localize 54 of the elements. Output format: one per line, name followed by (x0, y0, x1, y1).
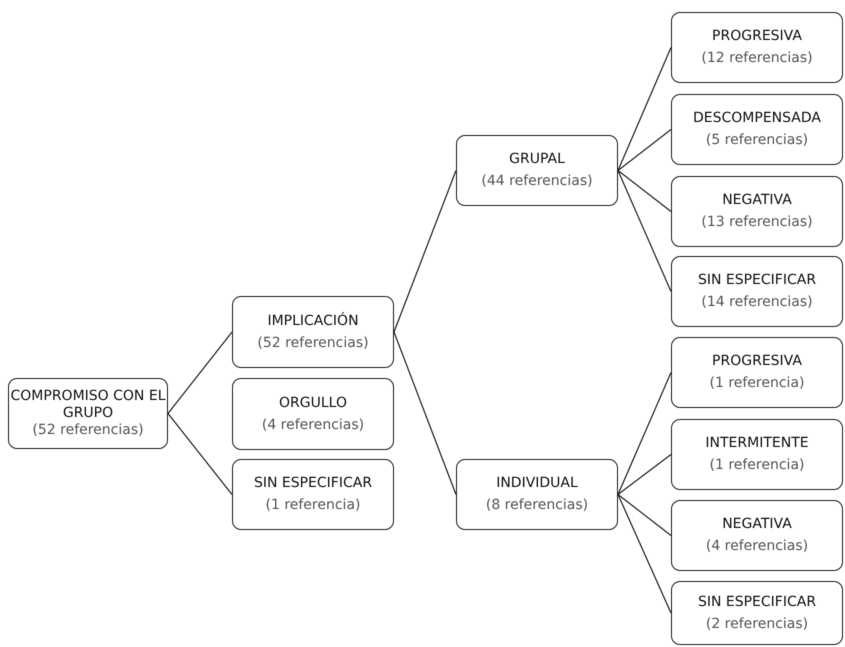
category-box (671, 94, 843, 165)
category-box (456, 135, 618, 206)
category-title: INTERMITENTE (705, 435, 809, 452)
category-box (671, 176, 843, 247)
reference-count: (1 referencia) (710, 375, 804, 392)
reference-count: (1 referencia) (710, 457, 804, 474)
reference-count: (4 referencias) (706, 538, 808, 555)
category-box (671, 419, 843, 490)
reference-count: (52 referencias) (257, 334, 369, 352)
category-title: SIN ESPECIFICAR (254, 475, 372, 492)
category-title: SIN ESPECIFICAR (698, 272, 816, 289)
connector-line (617, 372, 672, 495)
category-title: INDIVIDUAL (496, 475, 578, 492)
reference-count: (4 referencias) (262, 416, 364, 434)
reference-count: (2 referencias) (706, 616, 808, 632)
category-title: SIN ESPECIFICAR (698, 594, 816, 610)
category-box (671, 12, 843, 83)
reference-count: (12 referencias) (701, 50, 813, 67)
category-title: IMPLICACIÓN (267, 312, 359, 330)
connector-line (393, 170, 457, 332)
connector-line (168, 332, 232, 414)
category-box (671, 337, 843, 408)
connector-line (618, 170, 672, 212)
reference-count: (5 referencias) (706, 132, 808, 149)
reference-count: (1 referencia) (266, 497, 360, 514)
category-box (232, 296, 394, 368)
connector-line (617, 494, 672, 614)
category-title: COMPROMISO CON EL GRUPO (10, 388, 166, 422)
category-box (671, 500, 843, 571)
connector-line (393, 332, 457, 495)
category-title: GRUPAL (509, 151, 565, 168)
reference-count: (8 referencias) (486, 497, 588, 514)
connector-line (168, 413, 232, 495)
connector-line (618, 454, 672, 495)
category-title: PROGRESIVA (712, 353, 802, 370)
category-box (671, 256, 843, 327)
category-box (8, 378, 168, 449)
category-box (232, 378, 394, 450)
category-box (456, 459, 618, 530)
category-title: ORGULLO (279, 394, 347, 412)
category-title: NEGATIVA (722, 516, 792, 533)
reference-count: (13 referencias) (701, 214, 813, 231)
category-title: NEGATIVA (722, 192, 792, 209)
reference-count: (52 referencias) (32, 422, 144, 439)
reference-count: (44 referencias) (481, 173, 593, 190)
category-box (671, 581, 843, 645)
category-title: PROGRESIVA (712, 28, 802, 45)
connector-line (618, 494, 672, 536)
category-title: DESCOMPENSADA (693, 110, 821, 127)
connector-line (617, 47, 672, 171)
reference-count: (14 referencias) (701, 294, 813, 311)
connector-line (617, 170, 672, 292)
connector-line (618, 129, 672, 171)
category-box (232, 459, 394, 530)
